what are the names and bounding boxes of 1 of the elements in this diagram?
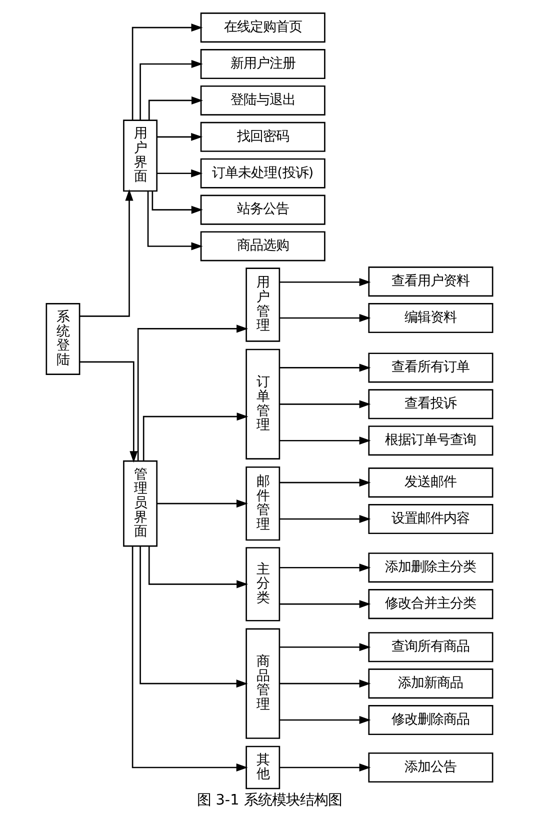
caption: 图 3-1 系统模块结构图 — [196, 792, 342, 808]
